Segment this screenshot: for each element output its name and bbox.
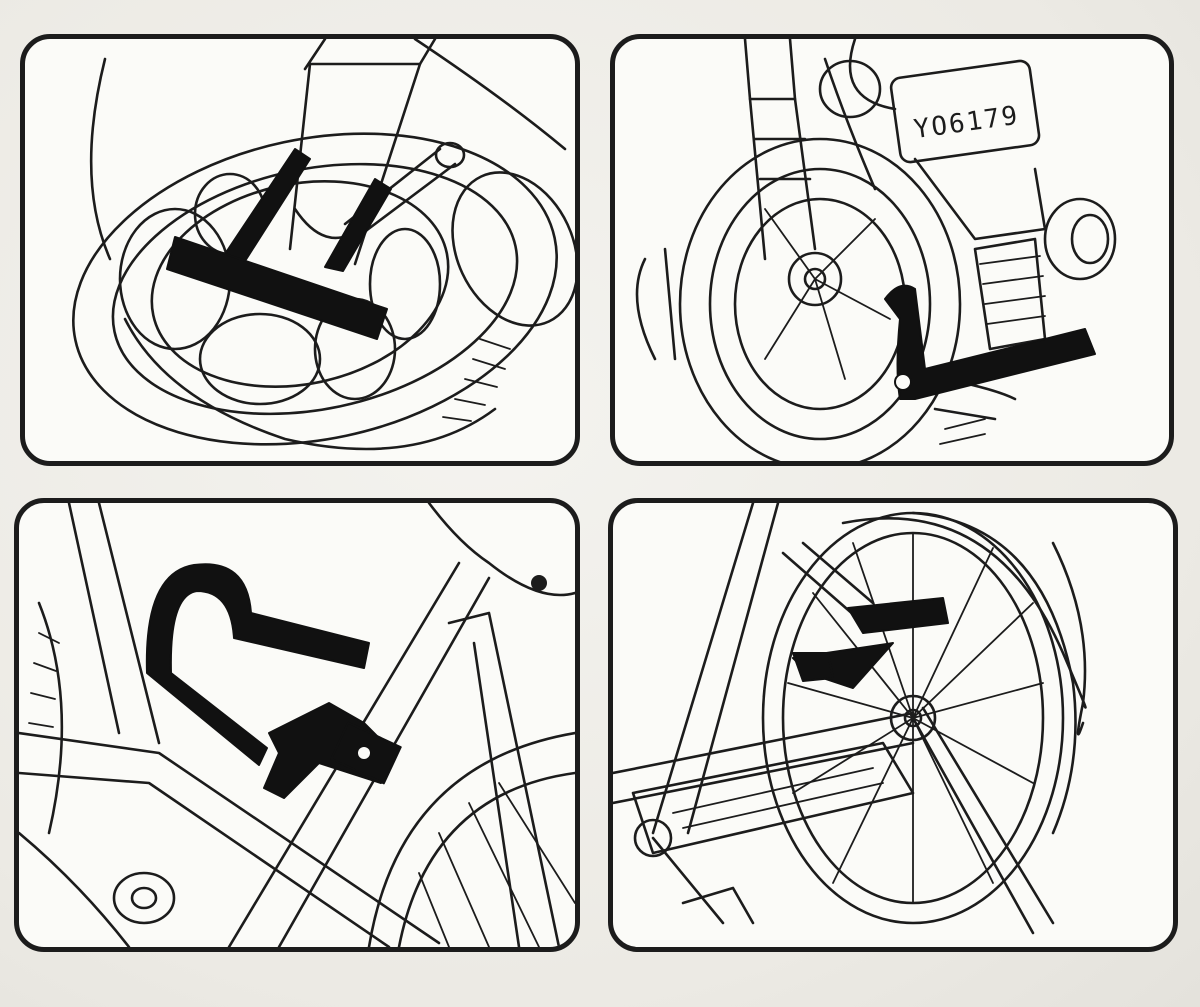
tire-tread [442,338,511,422]
lock-bolt [894,373,912,391]
bicycle-wheel [367,731,575,947]
u-lock-shackle [145,563,370,766]
license-plate-text: YO6179 [912,101,1021,145]
front-fork-lock-illustration: YO6179 [635,39,1117,461]
front-wheel-lock-illustration [72,39,575,451]
scooter-fork [635,39,817,361]
rear-lock-clamp [792,652,834,682]
rear-wheel [761,511,1087,925]
front-wheel [72,132,558,451]
rear-frame [613,503,1087,935]
u-lock-crossbar [166,236,388,340]
frame-bolt [531,575,547,591]
license-plate: YO6179 [889,59,1041,164]
panel-front-wheel-lock [20,34,580,466]
rear-wheel-lock-illustration [613,503,1087,935]
panel-rear-wheel-lock [608,498,1178,952]
panel-front-fork-lock: YO6179 [610,34,1174,466]
scooter-front-wheel [678,137,962,461]
panel-frame-mounted-lock [14,498,580,952]
fork-lock-bracket [884,284,1096,400]
frame-mounted-lock-illustration [19,503,575,947]
lock-mount-bolt [358,747,370,759]
